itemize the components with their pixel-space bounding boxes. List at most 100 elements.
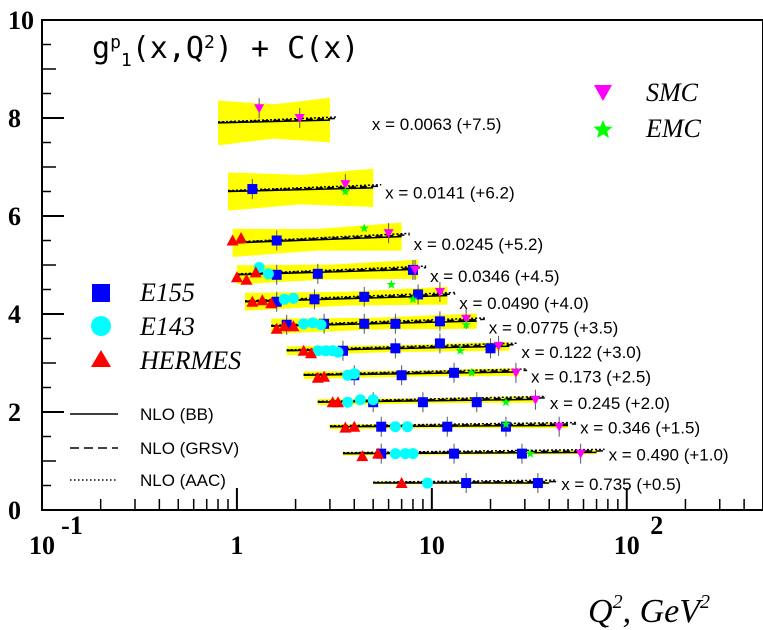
point-e155-3-1 (312, 268, 323, 279)
point-emc-5-0 (461, 319, 471, 329)
bin-labels: x = 0.0063 (+7.5)x = 0.0141 (+6.2)x = 0.… (372, 115, 729, 494)
legend-nlo-grsv-label: NLO (GRSV) (140, 439, 239, 458)
curve-bb-bin-0 (218, 119, 330, 124)
point-e143-8-2 (367, 394, 379, 406)
point-e143-7-1 (348, 368, 360, 380)
point-e143-8-1 (354, 394, 366, 406)
curve-aac-bin-3 (236, 265, 427, 275)
point-e143-9-0 (389, 421, 401, 433)
point-e155-9-1 (442, 421, 453, 432)
point-hermes-9-1 (348, 420, 361, 432)
point-e155-11-1 (532, 478, 543, 489)
legend-nlo-bb-label: NLO (BB) (140, 405, 214, 424)
x-tick-label-0: 10 (29, 531, 55, 560)
point-smc-9-0 (554, 422, 565, 432)
legend-smc-marker (594, 85, 612, 101)
point-e143-5-1 (307, 317, 319, 329)
bin-label-3: x = 0.0346 (+4.5) (430, 267, 559, 286)
point-e143-8-0 (342, 396, 354, 408)
point-smc-0-1 (294, 114, 305, 123)
point-smc-6-0 (493, 341, 504, 351)
curve-aac-bin-4 (244, 291, 456, 302)
point-hermes-10-1 (372, 447, 385, 459)
data-points (226, 98, 586, 494)
point-smc-4-0 (434, 287, 445, 297)
point-hermes-4-1 (256, 294, 269, 306)
point-hermes-2-1 (235, 232, 248, 244)
point-e143-10-2 (407, 448, 419, 460)
curve-aac-bin-6 (286, 342, 518, 351)
y-tick-label-3: 6 (8, 202, 21, 231)
point-e155-6-2 (434, 338, 445, 349)
point-e143-6-0 (312, 345, 324, 357)
axis-ticks (41, 19, 763, 511)
legend-e143-label: E143 (139, 312, 195, 341)
legend-hermes-label: HERMES (139, 346, 241, 375)
y-tick-label-1: 2 (8, 398, 21, 427)
bin-label-0: x = 0.0063 (+7.5) (372, 115, 501, 134)
point-e155-10-2 (516, 448, 527, 459)
legend-emc-marker (593, 120, 613, 138)
point-e143-4-1 (287, 292, 299, 304)
curve-aac-bin-0 (217, 116, 339, 123)
point-smc-0-0 (254, 104, 265, 114)
point-emc-2-0 (359, 223, 369, 233)
point-emc-8-0 (501, 397, 511, 407)
point-hermes-4-2 (265, 297, 278, 309)
point-e155-11-0 (461, 478, 472, 489)
point-e155-1-0 (247, 184, 258, 195)
point-e155-6-1 (390, 343, 401, 354)
bin-label-2: x = 0.0245 (+5.2) (414, 235, 543, 254)
point-e155-9-0 (376, 421, 387, 432)
point-emc-1-0 (340, 186, 351, 196)
bin-label-10: x = 0.490 (+1.0) (609, 446, 729, 465)
point-smc-3-0 (410, 265, 421, 275)
point-smc-7-0 (510, 368, 521, 378)
point-hermes-10-0 (356, 450, 369, 462)
point-smc-2-0 (383, 229, 394, 239)
curve-aac-bin-2 (232, 232, 410, 243)
y-tick-label-2: 4 (8, 300, 21, 329)
curve-grsv-bin-2 (232, 234, 410, 244)
point-e143-5-0 (298, 318, 310, 330)
point-hermes-11-0 (395, 477, 408, 489)
legend-nlo-aac-label: NLO (AAC) (140, 471, 226, 490)
point-e143-10-1 (399, 448, 411, 460)
point-e143-5-2 (315, 319, 327, 331)
point-e143-6-3 (332, 346, 344, 358)
point-emc-3-0 (386, 279, 397, 289)
point-emc-9-0 (501, 419, 511, 429)
x-tick-exp-0: -1 (61, 511, 83, 540)
x-tick-label-2: 10 (419, 531, 445, 560)
point-hermes-7-1 (318, 370, 331, 382)
point-e155-4-3 (413, 289, 424, 300)
point-hermes-3-2 (249, 266, 262, 278)
legend-e143-marker (91, 316, 111, 336)
bin-label-11: x = 0.735 (+0.5) (561, 475, 681, 494)
curve-grsv-bin-3 (236, 266, 427, 276)
bin-label-9: x = 0.346 (+1.5) (580, 419, 700, 438)
point-hermes-6-0 (297, 344, 310, 356)
bin-label-5: x = 0.0775 (+3.5) (489, 318, 618, 337)
point-e155-7-2 (449, 367, 460, 378)
curve-aac-bin-9 (329, 421, 577, 427)
y-tick-label-5: 10 (8, 6, 34, 35)
point-hermes-6-1 (305, 347, 318, 359)
point-hermes-3-0 (230, 271, 243, 283)
point-emc-7-0 (466, 367, 477, 377)
curve-aac-bin-7 (303, 368, 528, 376)
point-hermes-9-0 (339, 421, 352, 433)
x-tick-label-3: 10 (614, 531, 640, 560)
point-e143-10-0 (389, 448, 401, 460)
y-tick-label-0: 0 (8, 496, 21, 525)
curve-grsv-bin-9 (329, 423, 577, 428)
legend-left: E155 E143 HERMES NLO (BB) NLO (GRSV) NLO… (70, 278, 241, 490)
point-hermes-5-1 (278, 320, 291, 332)
legend-hermes-marker (91, 350, 111, 367)
point-e143-11-0 (421, 477, 433, 489)
legend-e155-label: E155 (139, 278, 195, 307)
legend-e155-marker (92, 284, 110, 302)
point-e143-3-1 (262, 268, 274, 280)
bin-label-4: x = 0.0490 (+4.0) (459, 294, 588, 313)
